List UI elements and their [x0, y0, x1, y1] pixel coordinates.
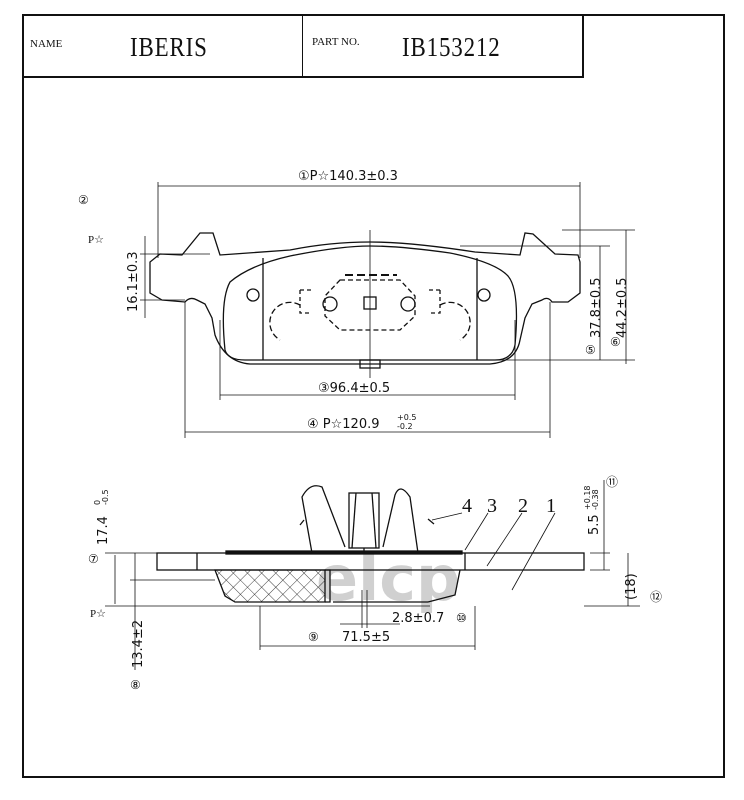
marker-9: ⑨ — [308, 630, 319, 644]
marker-12: ⑫ — [650, 590, 662, 604]
marker-7: ⑦ — [88, 552, 99, 566]
marker-10: ⑩ — [456, 611, 467, 625]
name-value: IBERIS — [130, 32, 208, 62]
side-view-dimensions — [105, 480, 640, 670]
dim-pad-height: 37.8±0.5 — [589, 277, 604, 338]
callout-2: 2 — [518, 495, 528, 517]
part-label: PART NO. — [312, 36, 360, 48]
dim-total-height: 44.2±0.5 — [615, 277, 630, 338]
dim-height-ear: 16.1±0.3 — [126, 251, 141, 312]
top-view-dimensions — [140, 182, 635, 438]
p-star-side: P☆ — [90, 608, 106, 620]
side-view-labels: 17.4 0 -0.5 ⑦ P☆ 13.4±2 ⑧ ⑨ 71.5±5 2.8±0… — [88, 475, 662, 692]
dim11-upper-tol: +0.18 — [583, 485, 592, 510]
dim-chamfer-length: 71.5±5 — [342, 630, 390, 645]
marker-2: ② — [78, 193, 89, 207]
dim7-lower-tol: -0.5 — [101, 489, 110, 505]
name-label: NAME — [30, 38, 63, 50]
callout-1: 1 — [546, 495, 556, 517]
title-divider — [302, 14, 303, 76]
marker-5: ⑤ — [585, 343, 596, 357]
dim-lining-thickness: 13.4±2 — [131, 620, 146, 668]
dim-backplate-length: ④ P☆120.9 — [307, 417, 380, 432]
callout-3: 3 — [487, 495, 497, 517]
dim4-upper-tol: +0.5 — [397, 413, 416, 422]
drawing-frame — [22, 14, 725, 778]
dim-reference-thickness: (18) — [624, 573, 639, 600]
marker-8: ⑧ — [130, 678, 141, 692]
dim-pad-length: ③96.4±0.5 — [318, 381, 390, 396]
dim7-upper-tol: 0 — [93, 500, 102, 505]
dim4-lower-tol: -0.2 — [397, 422, 413, 431]
pad-top-view — [149, 230, 581, 378]
dim-total-thickness: 17.4 — [96, 516, 111, 545]
pad-side-view — [156, 485, 585, 603]
callout-4: 4 — [462, 495, 472, 517]
marker-6: ⑥ — [610, 335, 621, 349]
dim11-lower-tol: -0.38 — [591, 489, 600, 510]
dim-overall-length: ①P☆140.3±0.3 — [298, 169, 398, 184]
p-star-label: P☆ — [88, 234, 104, 246]
dim-slot-width: 2.8±0.7 — [392, 611, 444, 626]
marker-11: ⑪ — [606, 475, 618, 489]
dim-backplate-thickness: 5.5 — [587, 514, 602, 535]
title-block — [22, 14, 584, 78]
part-value: IB153212 — [402, 32, 501, 62]
